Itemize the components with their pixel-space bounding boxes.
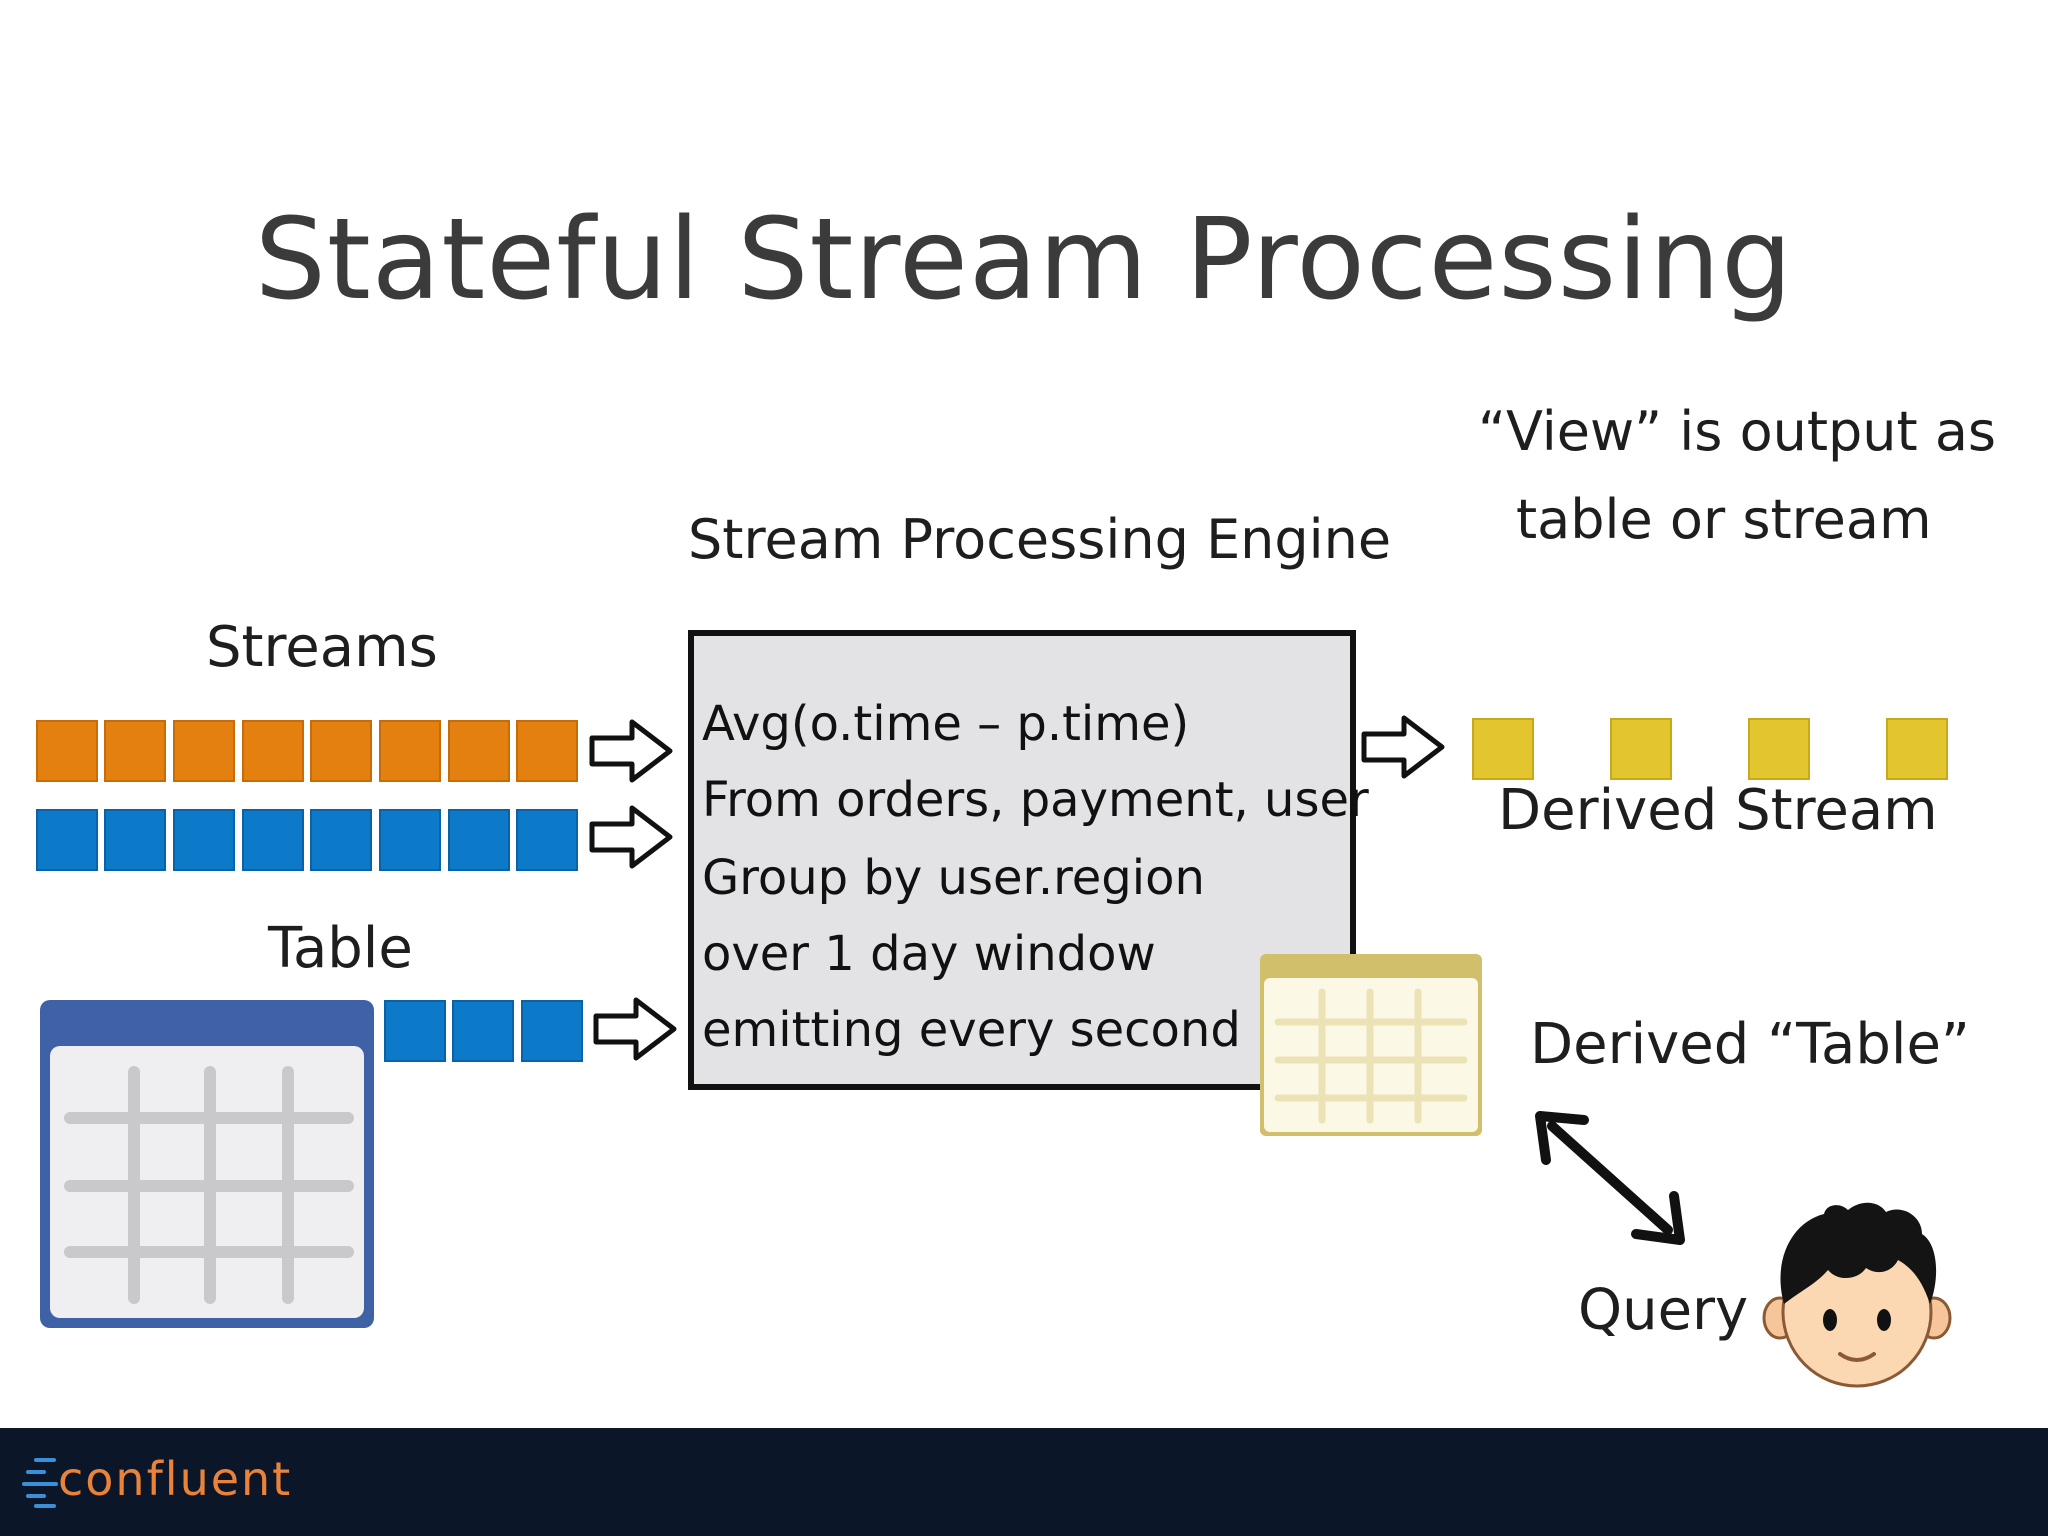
blue-event [521,1000,583,1062]
hollow-arrow-icon [589,805,673,869]
view-caption-line2: table or stream [1516,488,1932,551]
yellow-event [1472,718,1534,780]
hollow-arrow-icon [1361,715,1445,779]
orange-event [516,720,578,782]
hollow-arrow-icon [593,997,677,1061]
derived-table-icon [1260,954,1482,1136]
table-icon [40,1000,374,1328]
page-title: Stateful Stream Processing [254,195,1794,325]
query-label: Query [1578,1278,1749,1343]
engine-query-line: Group by user.region [702,850,1205,906]
hollow-arrow-icon [589,719,673,783]
confluent-logo-icon [22,1458,58,1508]
person-face-icon [1762,1202,1952,1388]
yellow-event [1748,718,1810,780]
view-caption-line1: “View” is output as [1478,400,1997,463]
engine-query-line: Avg(o.time – p.time) [702,696,1190,752]
blue-event [379,809,441,871]
engine-title: Stream Processing Engine [688,508,1392,571]
blue-event [104,809,166,871]
blue-event [310,809,372,871]
orange-event [310,720,372,782]
stream-processing-engine: Avg(o.time – p.time) From orders, paymen… [688,630,1369,1090]
confluent-logo-text[interactable]: confluent [58,1452,293,1506]
orange-event [36,720,98,782]
derived-table-label: Derived “Table” [1530,1012,1970,1077]
yellow-event [1610,718,1672,780]
blue-event [452,1000,514,1062]
engine-query-line: emitting every second [702,1002,1241,1058]
orange-event [448,720,510,782]
blue-event [36,809,98,871]
derived-stream-label: Derived Stream [1498,778,1938,843]
orange-event [104,720,166,782]
orange-event [173,720,235,782]
table-label: Table [268,916,413,981]
blue-event [384,1000,446,1062]
engine-query-line: over 1 day window [702,926,1156,982]
blue-event [516,809,578,871]
blue-event [448,809,510,871]
orange-event [379,720,441,782]
orange-event [242,720,304,782]
blue-event [242,809,304,871]
engine-query-line: From orders, payment, user [702,772,1369,828]
blue-event [173,809,235,871]
footer-bar [0,1428,2048,1536]
double-arrow-icon [1535,1111,1685,1245]
yellow-event [1886,718,1948,780]
streams-label: Streams [206,615,438,680]
